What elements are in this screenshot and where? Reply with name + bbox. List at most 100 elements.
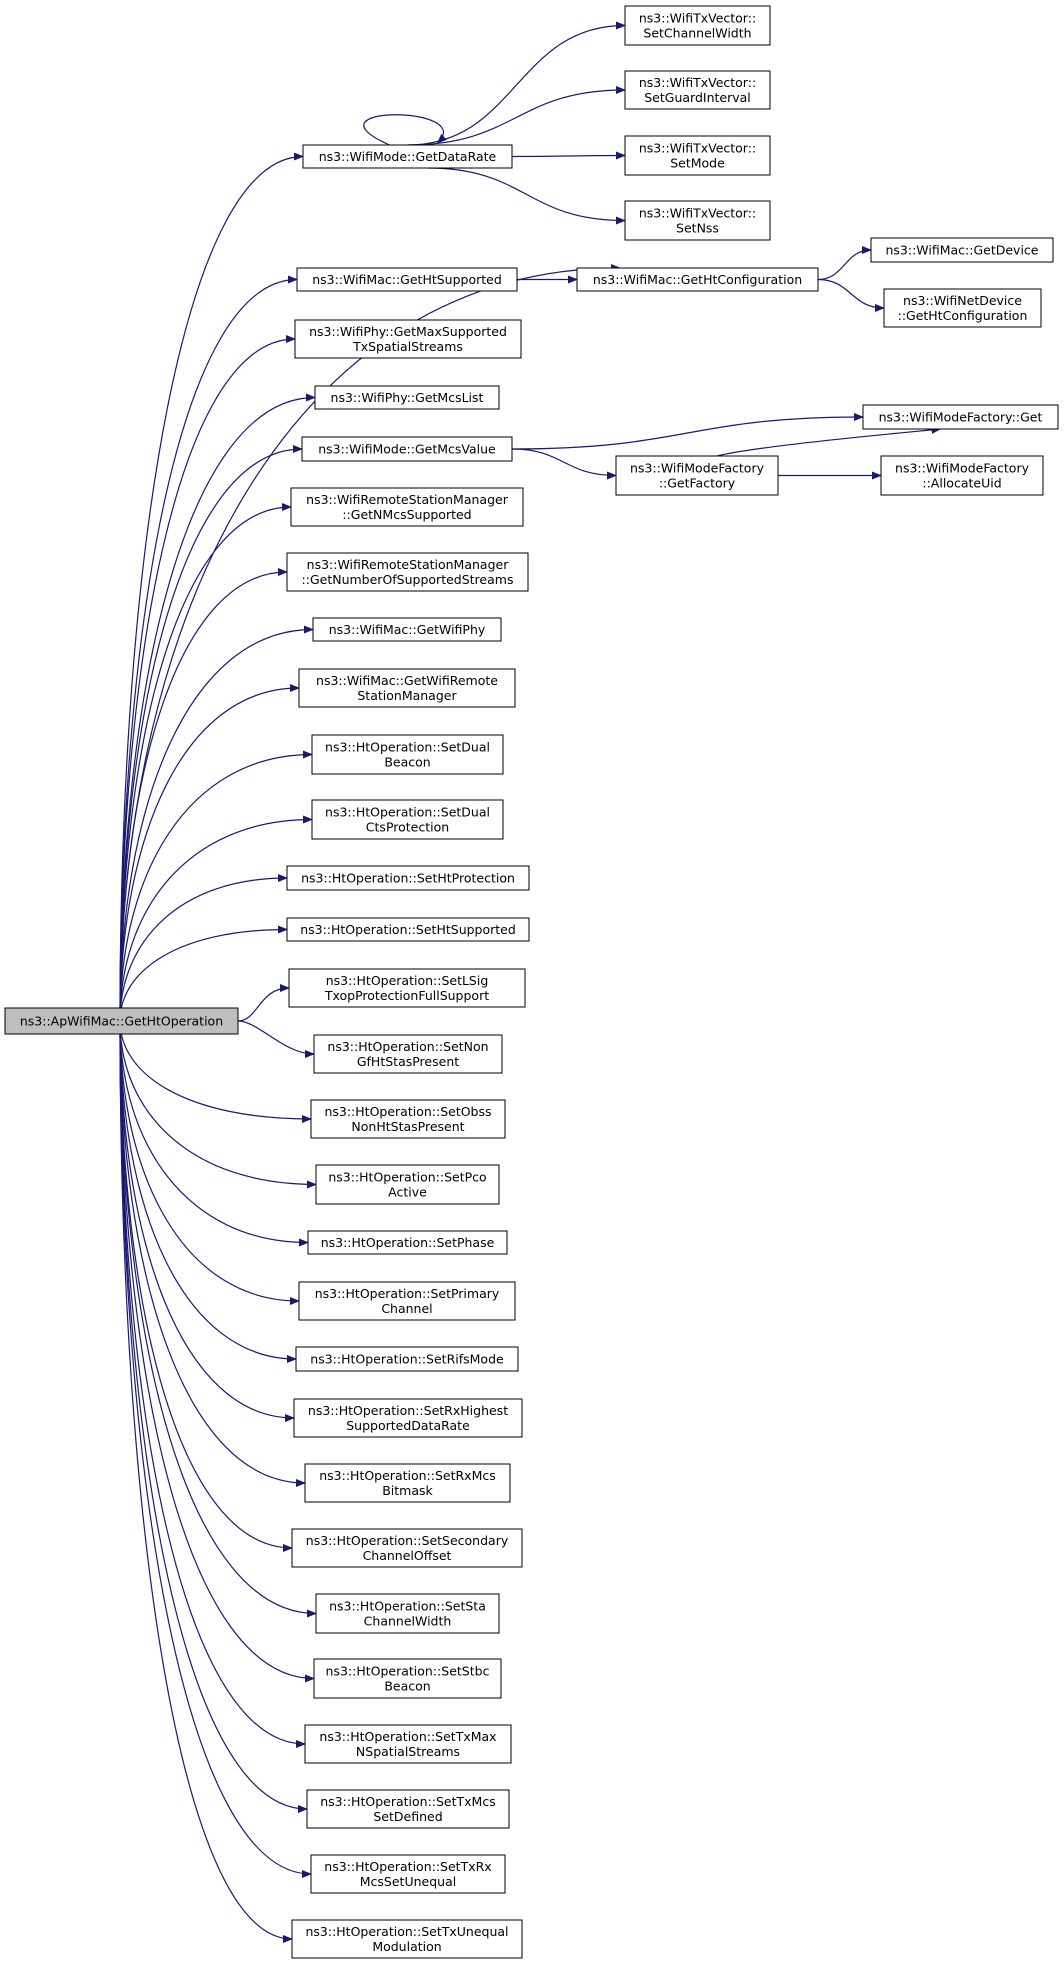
node-sethtprot[interactable]: ns3::HtOperation::SetHtProtection xyxy=(286,865,530,891)
node-wmfget[interactable]: ns3::WifiModeFactory::Get xyxy=(862,404,1059,430)
edge-root-to-setrxmcs xyxy=(119,1020,306,1487)
node-label: ns3::HtOperation::SetSta xyxy=(329,1599,486,1614)
edge-root-to-getmcslist xyxy=(119,393,316,1022)
edge-gethtconfig-to-getdevice xyxy=(817,246,872,281)
node-box xyxy=(870,237,1054,263)
node-getnmcs[interactable]: ns3::WifiRemoteStationManager::GetNMcsSu… xyxy=(290,487,524,527)
node-label: GfHtStasPresent xyxy=(357,1054,459,1069)
node-setphase[interactable]: ns3::HtOperation::SetPhase xyxy=(307,1230,508,1255)
edge-getmcsvalue-to-wmfget xyxy=(511,413,864,450)
node-box xyxy=(312,617,502,642)
node-root[interactable]: ns3::ApWifiMac::GetHtOperation xyxy=(4,1007,239,1035)
node-label: ns3::WifiMac::GetWifiRemote xyxy=(316,673,498,688)
node-label: SetNss xyxy=(676,221,719,236)
node-box xyxy=(4,1007,239,1035)
node-setchwidth[interactable]: ns3::WifiTxVector::SetChannelWidth xyxy=(624,5,771,46)
node-box xyxy=(286,552,529,592)
node-label: ns3::HtOperation::SetTxUnequal xyxy=(305,1924,508,1939)
edge-root-to-getmcsvalue xyxy=(119,445,303,1022)
node-wmfalloc[interactable]: ns3::WifiModeFactory::AllocateUid xyxy=(880,455,1044,496)
edge-root-to-settxrx xyxy=(119,1020,312,1878)
edge-root-to-sethtprot xyxy=(119,874,288,1022)
node-getmcsvalue[interactable]: ns3::WifiMode::GetMcsValue xyxy=(301,436,513,462)
node-label: ns3::HtOperation::SetNon xyxy=(327,1039,488,1054)
node-wmfgetfactory[interactable]: ns3::WifiModeFactory::GetFactory xyxy=(615,455,779,496)
node-label: ns3::HtOperation::SetTxMcs xyxy=(320,1794,495,1809)
node-setrxhigh[interactable]: ns3::HtOperation::SetRxHighestSupportedD… xyxy=(293,1398,523,1438)
node-setrifs[interactable]: ns3::HtOperation::SetRifsMode xyxy=(295,1346,519,1372)
node-setmode[interactable]: ns3::WifiTxVector::SetMode xyxy=(624,135,771,176)
edge-getmcsvalue-to-wmfgetfactory xyxy=(511,448,617,480)
node-getht[interactable]: ns3::WifiMac::GetHtSupported xyxy=(296,267,518,292)
edge-root-to-setrxhigh xyxy=(119,1020,295,1422)
node-setlsig[interactable]: ns3::HtOperation::SetLSigTxopProtectionF… xyxy=(288,968,526,1008)
node-settxmaxnss[interactable]: ns3::HtOperation::SetTxMaxNSpatialStream… xyxy=(304,1724,512,1764)
node-box xyxy=(314,385,500,410)
node-getwrsm[interactable]: ns3::WifiMac::GetWifiRemoteStationManage… xyxy=(298,668,516,708)
node-setnss[interactable]: ns3::WifiTxVector::SetNss xyxy=(624,200,771,241)
node-getnumstreams[interactable]: ns3::WifiRemoteStationManager::GetNumber… xyxy=(286,552,529,592)
node-label: ns3::HtOperation::SetDual xyxy=(325,740,490,755)
node-box xyxy=(624,70,771,110)
node-label: ns3::HtOperation::SetHtProtection xyxy=(301,871,515,886)
edge-root-to-setnongf xyxy=(237,1020,315,1058)
node-label: Modulation xyxy=(372,1939,441,1954)
edge-root-to-getnmcs xyxy=(119,503,292,1022)
node-label: ns3::WifiModeFactory xyxy=(630,461,765,476)
node-label: ns3::HtOperation::SetPhase xyxy=(321,1235,495,1250)
node-label: SetChannelWidth xyxy=(643,26,751,41)
node-label: ns3::HtOperation::SetDual xyxy=(325,805,490,820)
node-label: TxopProtectionFullSupport xyxy=(324,988,489,1003)
node-label: ns3::HtOperation::SetObss xyxy=(324,1104,491,1119)
edge-getdatarate-to-setnss xyxy=(427,167,626,225)
edge-root-to-setrifs xyxy=(119,1020,297,1363)
node-label: ChannelWidth xyxy=(364,1614,452,1629)
edge-getdatarate-to-setmode xyxy=(511,151,626,160)
node-getdatarate[interactable]: ns3::WifiMode::GetDataRate xyxy=(302,144,513,169)
node-ndgethtconfig[interactable]: ns3::WifiNetDevice::GetHtConfiguration xyxy=(883,288,1042,328)
node-label: ns3::WifiMode::GetMcsValue xyxy=(318,442,496,457)
node-setsecondary[interactable]: ns3::HtOperation::SetSecondaryChannelOff… xyxy=(291,1528,523,1568)
node-getmcslist[interactable]: ns3::WifiPhy::GetMcsList xyxy=(314,385,500,410)
node-label: ::GetHtConfiguration xyxy=(898,308,1028,323)
node-setgi[interactable]: ns3::WifiTxVector::SetGuardInterval xyxy=(624,70,771,110)
node-gethtconfig[interactable]: ns3::WifiMac::GetHtConfiguration xyxy=(576,267,819,292)
node-setobss[interactable]: ns3::HtOperation::SetObssNonHtStasPresen… xyxy=(310,1099,506,1139)
node-getmaxss[interactable]: ns3::WifiPhy::GetMaxSupportedTxSpatialSt… xyxy=(294,319,522,359)
node-label: Active xyxy=(388,1185,427,1200)
node-box xyxy=(862,404,1059,430)
node-box xyxy=(288,968,526,1008)
node-getdevice[interactable]: ns3::WifiMac::GetDevice xyxy=(870,237,1054,263)
edge-root-to-getnumstreams xyxy=(119,568,288,1022)
node-box xyxy=(291,1919,523,1959)
edge-root-to-setsecondary xyxy=(119,1020,293,1552)
node-box xyxy=(286,917,530,942)
edge-root-to-settxmcsdef xyxy=(119,1020,308,1813)
node-box xyxy=(313,1658,502,1699)
node-box xyxy=(304,1724,512,1764)
node-label: ns3::WifiPhy::GetMcsList xyxy=(331,390,484,405)
node-label: SupportedDataRate xyxy=(346,1418,470,1433)
node-label: ns3::WifiTxVector:: xyxy=(639,11,756,26)
edge-root-to-getwifiphy xyxy=(119,625,314,1022)
edge-getdatarate-to-setchwidth xyxy=(407,21,626,146)
node-label: ns3::HtOperation::SetPco xyxy=(328,1170,486,1185)
node-box xyxy=(310,1099,506,1139)
edge-root-to-setstbc xyxy=(119,1020,315,1683)
node-box xyxy=(576,267,819,292)
node-label: ns3::HtOperation::SetStbc xyxy=(326,1664,490,1679)
node-getwifiphy[interactable]: ns3::WifiMac::GetWifiPhy xyxy=(312,617,502,642)
node-label: SetMode xyxy=(670,156,725,171)
node-sethtsup[interactable]: ns3::HtOperation::SetHtSupported xyxy=(286,917,530,942)
